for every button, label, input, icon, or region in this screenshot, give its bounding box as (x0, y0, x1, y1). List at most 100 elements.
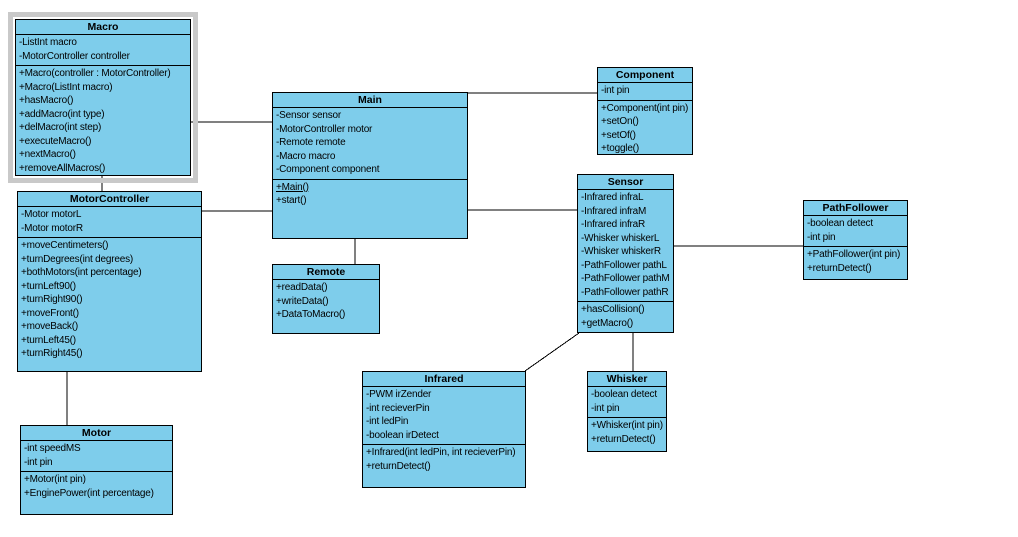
attribute-row: -PathFollower pathM (581, 273, 670, 284)
attribute-row: -Component component (276, 164, 380, 175)
class-whisker[interactable]: Whisker -boolean detect -int pin +Whisker(i… (587, 371, 667, 452)
method-row: +executeMacro() (19, 135, 92, 147)
attribute-row: -Sensor sensor (276, 110, 342, 121)
method-row: +turnDegrees(int degrees) (21, 253, 134, 265)
method-row: +EnginePower(int percentage) (24, 487, 154, 499)
methods-compartment: +Component(int pin) +setOn() +setOf() +togg… (598, 101, 692, 155)
methods-compartment: +Infrared(int ledPin, int recieverPin) +r… (363, 445, 525, 487)
method-row: +Motor(int pin) (24, 474, 86, 485)
methods-compartment: +moveCentimeters() +turnDegrees(int degre… (18, 238, 201, 371)
class-motor[interactable]: Motor -int speedMS -int pin +Motor(int pin)… (20, 425, 173, 515)
attribute-row: -MotorController controller (19, 50, 130, 62)
attributes-compartment: -int pin (598, 83, 692, 101)
method-row: +removeAllMacros() (19, 162, 106, 174)
attribute-row: -Whisker whiskerR (581, 246, 661, 257)
class-title-macro: Macro (16, 20, 190, 35)
method-row: +hasCollision() (581, 304, 645, 315)
attribute-row: -boolean detect (591, 389, 657, 400)
methods-compartment: +PathFollower(int pin) +returnDetect() (804, 247, 907, 279)
method-row: +writeData() (276, 295, 329, 307)
method-row: +Macro(ListInt macro) (19, 81, 113, 93)
method-row: +turnLeft45() (21, 334, 76, 346)
attributes-compartment: -int speedMS -int pin (21, 441, 172, 472)
attributes-compartment: -ListInt macro -MotorController controlle… (16, 35, 190, 66)
method-row: +DataToMacro() (276, 309, 346, 320)
association-line-sensor-infrared[interactable] (524, 332, 580, 372)
methods-compartment: +Motor(int pin) +EnginePower(int percenta… (21, 472, 172, 514)
class-main[interactable]: Main -Sensor sensor -MotorController motor… (272, 92, 468, 239)
method-row: +returnDetect() (591, 433, 656, 445)
attribute-row: -int ledPin (366, 416, 409, 427)
class-pathfollower[interactable]: PathFollower-boolean detect-int pin+Path… (803, 200, 908, 280)
class-title-motor: Motor (21, 426, 172, 441)
attribute-row: -Infrared infraL (581, 192, 644, 203)
methods-compartment: +hasCollision() +getMacro() (578, 302, 673, 332)
attributes-compartment: -Sensor sensor -MotorController motor -Rem… (273, 108, 467, 180)
method-row: +moveFront() (21, 307, 79, 319)
attribute-row: -Motor motorR (21, 222, 83, 234)
class-remote[interactable]: Remote +readData() +writeData() +DataToMacr… (272, 264, 380, 334)
class-title-whisker: Whisker (588, 372, 666, 387)
attribute-row: -int pin (601, 85, 630, 96)
class-title-infrared: Infrared (363, 372, 525, 387)
attribute-row: -int pin (807, 231, 836, 243)
method-row: +Whisker(int pin) (591, 420, 663, 431)
attribute-row: -PathFollower pathR (581, 286, 669, 298)
method-row: +hasMacro() (19, 95, 74, 106)
method-row: +Macro(controller : MotorController) (19, 68, 171, 79)
method-row: +delMacro(int step) (19, 122, 102, 133)
attribute-row: -int recieverPin (366, 402, 430, 414)
method-row: +bothMotors(int percentage) (21, 267, 142, 278)
method-row: +Component(int pin) (601, 102, 689, 114)
method-row: +turnRight90() (21, 294, 83, 305)
attribute-row: -PathFollower pathL (581, 259, 667, 271)
attribute-row: -PWM irZender (366, 389, 432, 400)
attribute-row: -int pin (24, 456, 53, 468)
attribute-row: -Remote remote (276, 137, 346, 148)
method-row: +returnDetect() (807, 262, 872, 274)
class-title-component: Component (598, 68, 692, 83)
method-row: +readData() (276, 282, 328, 293)
attributes-compartment: -Motor motorL -Motor motorR (18, 207, 201, 238)
method-row: +nextMacro() (19, 149, 76, 160)
class-title-pathfollower: PathFollower (804, 201, 907, 216)
class-title-motorcontroller: MotorController (18, 192, 201, 207)
method-row: +getMacro() (581, 317, 633, 329)
class-title-sensor: Sensor (578, 175, 673, 190)
method-row: +turnRight45() (21, 348, 83, 359)
method-row: +PathFollower(int pin) (807, 249, 901, 260)
attributes-compartment: -PWM irZender -int recieverPin -int ledPin… (363, 387, 525, 445)
attribute-row: -boolean irDetect (366, 429, 439, 441)
class-sensor[interactable]: Sensor-Infrared infraL-Infrared infraM-I… (577, 174, 674, 333)
method-row: +returnDetect() (366, 460, 431, 472)
class-infrared[interactable]: Infrared -PWM irZender -int recieverPin -in… (362, 371, 526, 488)
methods-compartment: +Main()+start() (273, 180, 467, 239)
selection-frame-macro (8, 12, 198, 183)
class-macro[interactable]: Macro -ListInt macro -MotorController cont… (15, 19, 191, 176)
class-title-remote: Remote (273, 265, 379, 280)
class-motorcontroller[interactable]: MotorController-Motor motorL-Motor motor… (17, 191, 202, 372)
attribute-row: -Macro macro (276, 150, 336, 162)
method-row: +turnLeft90() (21, 280, 76, 292)
method-row: +setOf() (601, 129, 636, 141)
method-row: +Infrared(int ledPin, int recieverPin) (366, 447, 516, 458)
attribute-row: -int pin (591, 402, 620, 414)
attribute-row: -MotorController motor (276, 123, 373, 135)
attribute-row: -Motor motorL (21, 209, 82, 220)
method-row: +addMacro(int type) (19, 108, 105, 120)
method-row: +moveBack() (21, 321, 78, 332)
attribute-row: -Infrared infraR (581, 219, 646, 230)
class-component[interactable]: Component -int pin +Component(int pin) +set… (597, 67, 693, 155)
method-row: +setOn() (601, 116, 639, 127)
attribute-row: -ListInt macro (19, 37, 77, 48)
method-row: +moveCentimeters() (21, 240, 109, 251)
attribute-row: -int speedMS (24, 443, 81, 454)
attributes-compartment: -boolean detect -int pin (588, 387, 666, 418)
method-row: +Main() (276, 181, 309, 193)
attribute-row: -Whisker whiskerL (581, 232, 660, 244)
class-title-main: Main (273, 93, 467, 108)
methods-compartment: +readData() +writeData() +DataToMacro() (273, 280, 379, 333)
method-row: +toggle() (601, 143, 639, 154)
